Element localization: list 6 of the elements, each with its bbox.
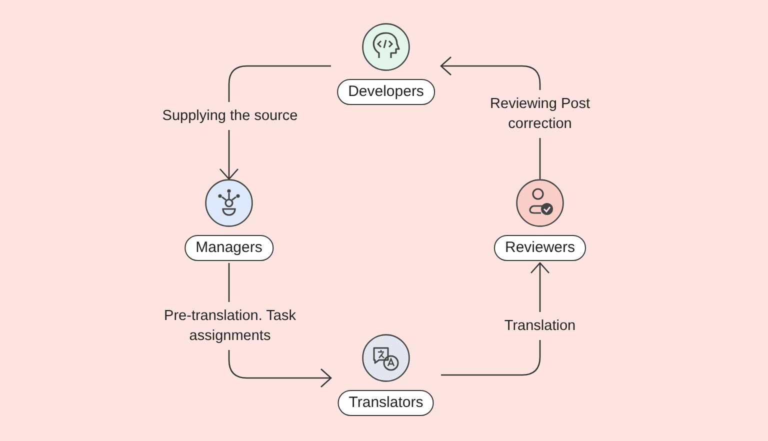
role-label: Translators (338, 390, 434, 416)
edge-label: Translation (502, 312, 578, 340)
role-label: Developers (337, 79, 435, 105)
role-label: Reviewers (494, 235, 586, 261)
edge-label: Supplying the source (160, 102, 300, 130)
role-label: Managers (184, 235, 274, 261)
